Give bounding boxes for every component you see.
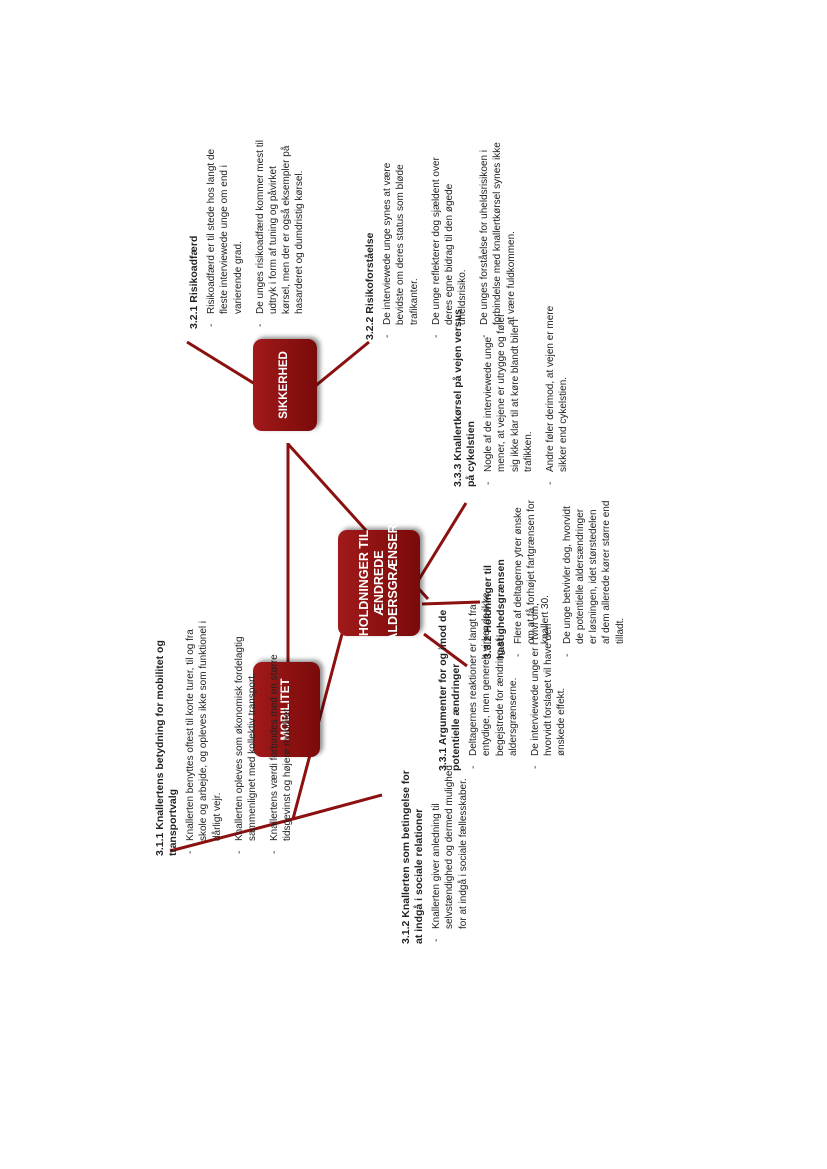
list-item: Andre føler derimod, at vejen er mere si…: [544, 305, 570, 487]
node-holdninger: HOLDNINGER TIL ÆNDREDE ALDERSGRÆNSER: [338, 524, 420, 642]
block-3-2-2-title: 3.2.2 Risikoforståelse: [364, 232, 376, 340]
block-3-1-2-title: 3.1.2 Knallerten som betingelse for at i…: [400, 770, 426, 944]
block-3-2-1-title: 3.2.1 Risikoadfærd: [188, 235, 200, 329]
block-3-3-2-list: Flere af deltagerne ytrer ønske om at få…: [512, 499, 627, 659]
connector-sikkerhed-322: [307, 340, 370, 394]
list-item: Knallertens værdi forbindes med en størr…: [268, 612, 294, 856]
list-item: De unge betvivler dog, hvorvidt de poten…: [561, 499, 627, 659]
block-3-1-1-title: 3.1.1 Knallertens betydning for mobilite…: [154, 640, 180, 856]
block-3-3-2: 3.3.2 Holdninger til hastighedsgrænsen F…: [482, 499, 636, 659]
list-item: Flere af deltagerne ytrer ønske om at få…: [512, 499, 552, 659]
block-3-2-1: 3.2.1 Risikoadfærd Risikoadfærd er til s…: [188, 139, 315, 329]
block-3-1-2: 3.1.2 Knallerten som betingelse for at i…: [400, 758, 479, 944]
list-item: Knallerten opleves som økonomisk fordela…: [233, 612, 259, 856]
block-3-3-2-title: 3.3.2 Holdninger til hastighedsgrænsen: [482, 559, 508, 659]
list-item: Knallerten benyttes oftest til korte tur…: [184, 612, 224, 856]
connector-holdninger-333: [416, 502, 468, 582]
list-item: De unges forståelse for uheldsrisikoen i…: [478, 140, 518, 340]
block-3-2-1-list: Risikoadfærd er til stede hos langt de f…: [205, 139, 306, 329]
block-3-1-2-list: Knallerten giver anledning til selvstænd…: [430, 758, 470, 944]
block-3-2-2: 3.2.2 Risikoforståelse De interviewede u…: [364, 140, 527, 340]
list-item: Knallerten giver anledning til selvstænd…: [430, 758, 470, 944]
list-item: De interviewede unge synes at være bevid…: [381, 140, 421, 340]
connector-mobilitet-312: [292, 793, 383, 821]
node-sikkerhed: SIKKERHED: [253, 339, 317, 431]
block-3-1-1-list: Knallerten benyttes oftest til korte tur…: [184, 612, 294, 856]
connector-holdninger-331: [423, 632, 468, 668]
block-3-3-1-title: 3.3.1 Argumenter for og imod de potentie…: [437, 609, 463, 771]
list-item: De unge reflekterer dog sjældent over de…: [430, 140, 470, 340]
block-3-1-1: 3.1.1 Knallertens betydning for mobilite…: [154, 612, 304, 856]
list-item: De unges risikoadfærd kommer mest til ud…: [254, 139, 307, 329]
block-3-2-2-list: De interviewede unge synes at være bevid…: [381, 140, 518, 340]
list-item: Risikoadfærd er til stede hos langt de f…: [205, 139, 245, 329]
